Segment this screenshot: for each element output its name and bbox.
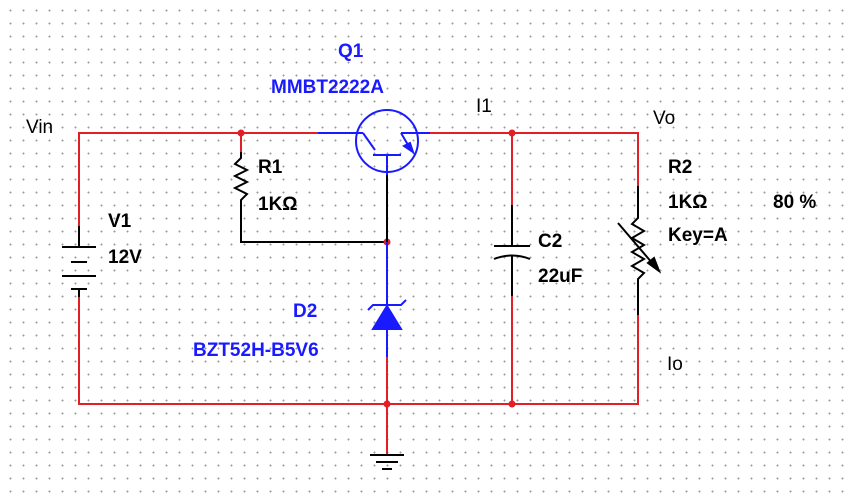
ground-icon <box>370 454 404 470</box>
battery-icon[interactable] <box>62 226 96 297</box>
r2-setting-label: 80 % <box>773 192 817 213</box>
net-label-vo: Vo <box>653 108 676 129</box>
resistor-icon[interactable] <box>232 152 387 243</box>
v1-ref-label: V1 <box>108 211 132 232</box>
r2-ref-label: R2 <box>668 157 693 178</box>
potentiometer-icon[interactable] <box>617 186 662 315</box>
r1-ref-label: R1 <box>258 157 283 178</box>
r2-value-label: 1KΩ <box>668 192 708 213</box>
net-label-vin: Vin <box>26 117 54 138</box>
zener-diode-icon[interactable] <box>367 242 407 357</box>
r1-value-label: 1KΩ <box>258 194 298 215</box>
junction-i1 <box>508 129 516 137</box>
net-label-io: Io <box>667 354 683 375</box>
v1-value-label: 12V <box>108 247 142 268</box>
q1-value-label: MMBT2222A <box>271 77 384 98</box>
net-label-i1: I1 <box>476 96 492 117</box>
r2-key-label: Key=A <box>668 225 728 246</box>
capacitor-icon[interactable] <box>493 205 531 296</box>
wires <box>78 132 639 456</box>
c2-value-label: 22uF <box>538 266 583 287</box>
junction-c2-bottom <box>508 400 516 408</box>
d2-value-label: BZT52H-B5V6 <box>193 340 319 361</box>
c2-ref-label: C2 <box>538 231 563 252</box>
junction-r1-top <box>237 129 245 137</box>
junction-dots <box>237 129 516 408</box>
npn-transistor-icon[interactable] <box>318 109 430 175</box>
q1-ref-label: Q1 <box>338 41 364 62</box>
junction-zener-bottom <box>383 400 391 408</box>
d2-ref-label: D2 <box>293 301 318 322</box>
